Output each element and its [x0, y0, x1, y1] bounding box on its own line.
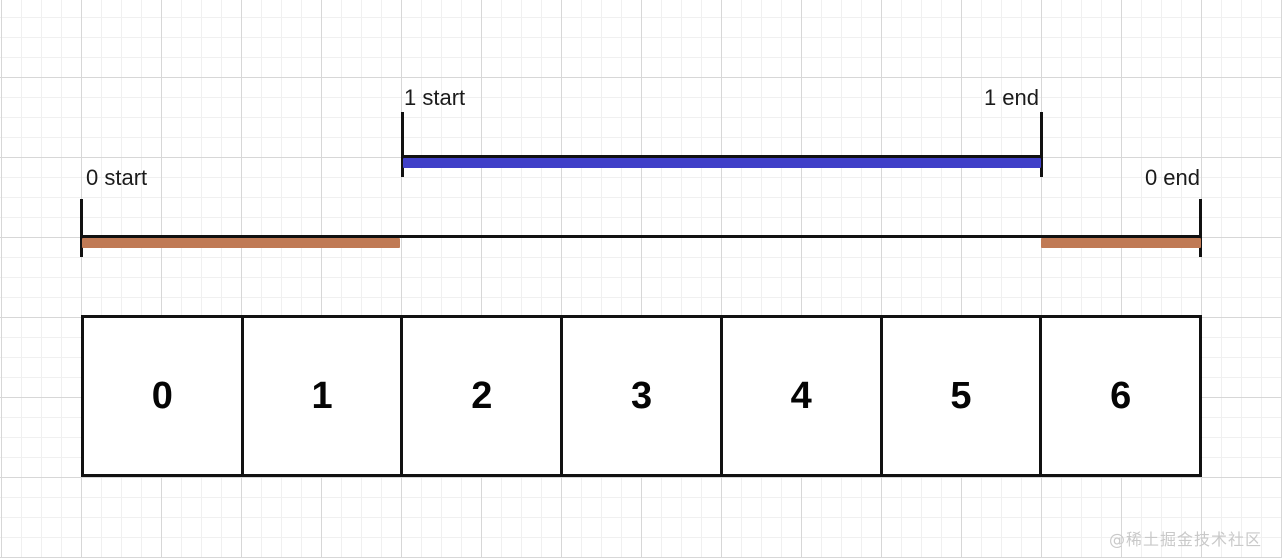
array-cell-label: 3: [630, 375, 653, 417]
watermark: @稀土掘金技术社区: [1108, 530, 1262, 549]
array-cell: 2: [400, 315, 561, 477]
array-cell-label: 0: [151, 375, 173, 417]
array-cell: 6: [1039, 315, 1203, 477]
array-cell: 4: [719, 315, 880, 477]
array-cell-label: 2: [471, 375, 493, 417]
array-cell-label: 4: [790, 375, 812, 417]
interval-0-bar-right-segment: [1041, 238, 1201, 248]
interval-1-bar: [403, 158, 1041, 168]
interval-1-baseline: [401, 155, 1043, 158]
interval-0-baseline: [80, 235, 1202, 238]
array-cell: 3: [560, 315, 720, 477]
array-row: 0 1 2 3 4 5 6: [81, 315, 1203, 477]
interval-1-start-label: 1 start: [404, 85, 466, 110]
interval-0-end-label: 0 end: [1144, 165, 1200, 190]
interval-1-end-tick: [1040, 112, 1043, 177]
array-cell: 1: [240, 315, 401, 477]
interval-0-start-tick: [80, 199, 83, 257]
array-cell-label: 1: [311, 375, 333, 417]
interval-0-start-label: 0 start: [86, 165, 148, 190]
array-cell-label: 5: [950, 375, 972, 417]
interval-1-start-tick: [401, 112, 404, 177]
interval-1-end-label: 1 end: [983, 85, 1039, 110]
array-cell: 0: [81, 315, 241, 477]
interval-0-bar-left-segment: [82, 238, 400, 248]
interval-0-end-tick: [1199, 199, 1202, 257]
array-cell: 5: [879, 315, 1040, 477]
array-cell-label: 6: [1110, 375, 1132, 417]
